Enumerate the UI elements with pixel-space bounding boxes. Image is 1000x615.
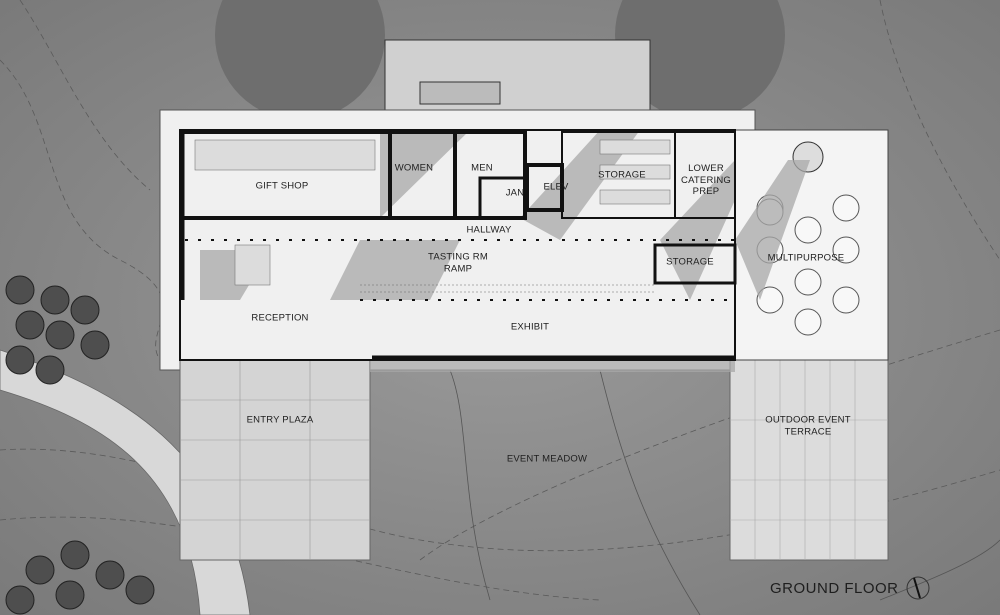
tree	[70, 295, 100, 325]
tree-cluster	[5, 275, 155, 615]
tree	[40, 285, 70, 315]
round-table	[832, 286, 860, 314]
tree	[80, 330, 110, 360]
room-label-men: MEN	[471, 162, 493, 174]
room-label-exhibit: EXHIBIT	[510, 321, 550, 333]
drawing-title: GROUND FLOOR	[770, 580, 899, 597]
round-table	[794, 308, 822, 336]
tree-canopy	[215, 0, 385, 120]
annex-windows	[419, 81, 501, 105]
tree	[45, 320, 75, 350]
terrace-paving	[729, 359, 889, 561]
tree	[5, 275, 35, 305]
room-label-hallway: HALLWAY	[466, 224, 512, 236]
tree	[60, 540, 90, 570]
ramp-railings	[185, 239, 735, 301]
tree	[125, 575, 155, 605]
site-label-event-meadow: EVENT MEADOW	[506, 453, 588, 465]
cast-shadows	[200, 130, 810, 372]
round-table	[794, 268, 822, 296]
room-label-jan: JAN	[505, 187, 525, 199]
site-label-outdoor-event-terrace: OUTDOOR EVENT TERRACE	[765, 414, 851, 438]
tree	[25, 555, 55, 585]
furniture	[194, 139, 671, 286]
terrace-grid	[730, 360, 888, 560]
tree	[5, 345, 35, 375]
round-table	[832, 236, 860, 264]
entry-plaza-paving	[179, 359, 371, 561]
round-table	[794, 216, 822, 244]
site-label-entry-plaza: ENTRY PLAZA	[246, 414, 314, 426]
plaza-grid	[180, 360, 370, 560]
room-label-multipurpose: MULTIPURPOSE	[767, 252, 845, 264]
site-lines	[449, 369, 1000, 615]
north-arrow-icon	[906, 576, 930, 600]
tree-canopy	[615, 0, 785, 120]
round-table	[832, 194, 860, 222]
tree	[5, 585, 35, 615]
room-label-reception: RECEPTION	[251, 312, 309, 324]
tree	[15, 310, 45, 340]
room-label-storage-upper: STORAGE	[598, 169, 646, 181]
tree	[35, 355, 65, 385]
room-label-lower-catering-prep: LOWER CATERING PREP	[681, 162, 731, 197]
room-label-women: WOMEN	[394, 162, 434, 174]
room-label-storage-lower: STORAGE	[666, 256, 714, 268]
tree	[95, 560, 125, 590]
tree	[55, 580, 85, 610]
round-table	[756, 286, 784, 314]
room-label-tasting-rm-ramp: TASTING RM RAMP	[428, 251, 488, 275]
room-label-elev: ELEV	[543, 181, 569, 193]
room-label-gift-shop: GIFT SHOP	[255, 180, 309, 192]
walls	[179, 129, 737, 361]
